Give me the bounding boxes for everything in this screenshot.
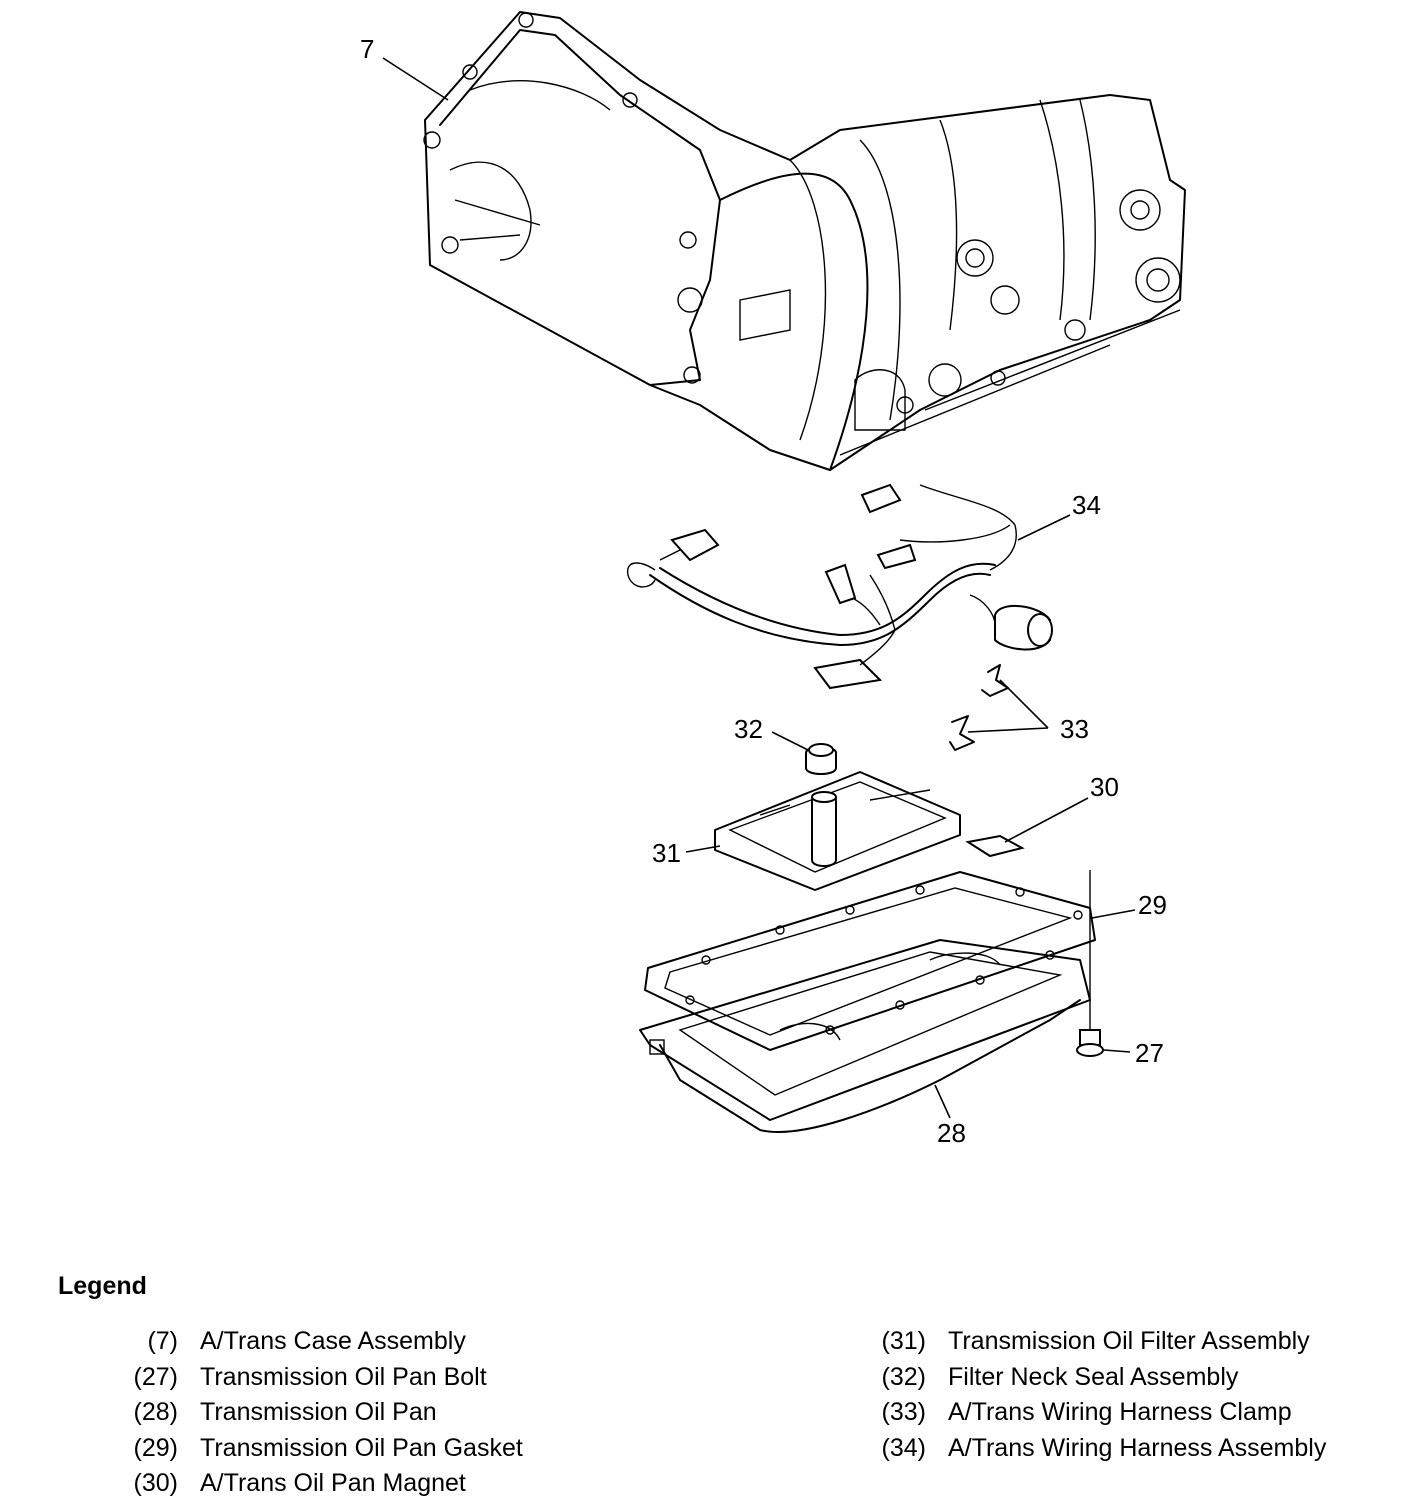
legend-item-description: A/Trans Wiring Harness Assembly xyxy=(948,1433,1327,1462)
wiring-harness xyxy=(626,483,1053,690)
oil-pan-magnet xyxy=(965,834,1025,858)
legend-item: (27) Transmission Oil Pan Bolt xyxy=(100,1362,523,1398)
legend-item-number: (33) xyxy=(881,1398,926,1426)
legend-item-description: Transmission Oil Filter Assembly xyxy=(948,1327,1310,1355)
legend-item: (7) A/Trans Case Assembly xyxy=(100,1326,523,1362)
legend: Legend (7) A/Trans Case Assembly (27) Tr… xyxy=(0,1262,1408,1500)
leader-33b xyxy=(967,727,1049,733)
callout-30: 30 xyxy=(1090,772,1119,802)
oil-filter xyxy=(714,771,961,891)
legend-item: (31) Transmission Oil Filter Assembly xyxy=(848,1326,1326,1362)
transmission-case xyxy=(423,11,1186,471)
leader-28 xyxy=(934,1084,951,1119)
legend-item-description: A/Trans Wiring Harness Clamp xyxy=(948,1398,1292,1426)
legend-item: (34) A/Trans Wiring Harness Assembly xyxy=(848,1433,1327,1469)
legend-item-number: (27) xyxy=(133,1362,178,1391)
callout-7: 7 xyxy=(360,34,374,64)
legend-item: (29) Transmission Oil Pan Gasket xyxy=(100,1433,523,1469)
callout-32: 32 xyxy=(734,714,763,744)
legend-column-right: (31) Transmission Oil Filter Assembly (3… xyxy=(848,1326,1327,1469)
legend-item: (30) A/Trans Oil Pan Magnet xyxy=(100,1468,523,1504)
legend-item: (33) A/Trans Wiring Harness Clamp xyxy=(848,1397,1326,1433)
harness-clamps xyxy=(949,664,1009,751)
legend-item-description: A/Trans Oil Pan Magnet xyxy=(200,1469,466,1497)
callout-31: 31 xyxy=(652,838,681,868)
oil-pan-gasket xyxy=(644,871,1096,1051)
oil-pan xyxy=(639,939,1091,1133)
legend-item: (32) Filter Neck Seal Assembly xyxy=(848,1362,1326,1398)
legend-item-description: Transmission Oil Pan Gasket xyxy=(200,1433,523,1462)
leader-27 xyxy=(1103,1049,1131,1053)
legend-item-number: (31) xyxy=(881,1327,926,1355)
leader-33a xyxy=(999,679,1049,729)
legend-item-description: Filter Neck Seal Assembly xyxy=(948,1362,1239,1391)
leader-30 xyxy=(1004,797,1089,843)
legend-item-number: (28) xyxy=(133,1398,178,1426)
filter-neck-seal xyxy=(805,743,837,775)
legend-item: (28) Transmission Oil Pan xyxy=(100,1397,523,1433)
callout-33: 33 xyxy=(1060,714,1089,744)
leader-7 xyxy=(382,57,449,101)
callout-27: 27 xyxy=(1135,1038,1164,1068)
oil-pan-bolt xyxy=(1076,870,1104,1057)
leader-34 xyxy=(1017,514,1071,541)
legend-title: Legend xyxy=(58,1272,147,1300)
legend-item-number: (34) xyxy=(881,1433,926,1462)
exploded-parts-diagram: 7 34 32 33 30 31 29 27 28 xyxy=(360,11,1186,1148)
legend-item-number: (7) xyxy=(147,1327,178,1355)
leader-29 xyxy=(1091,909,1136,919)
leader-31 xyxy=(685,845,721,853)
legend-item-number: (29) xyxy=(133,1433,178,1462)
callout-29: 29 xyxy=(1138,890,1167,920)
leader-32 xyxy=(771,731,809,751)
legend-item-description: Transmission Oil Pan xyxy=(200,1398,437,1426)
legend-item-number: (30) xyxy=(133,1469,178,1497)
callout-28: 28 xyxy=(937,1118,966,1148)
callout-34: 34 xyxy=(1072,490,1101,520)
legend-item-description: Transmission Oil Pan Bolt xyxy=(200,1362,487,1391)
legend-column-left: (7) A/Trans Case Assembly (27) Transmiss… xyxy=(100,1326,523,1504)
legend-item-description: A/Trans Case Assembly xyxy=(200,1327,466,1355)
legend-item-number: (32) xyxy=(881,1362,926,1391)
